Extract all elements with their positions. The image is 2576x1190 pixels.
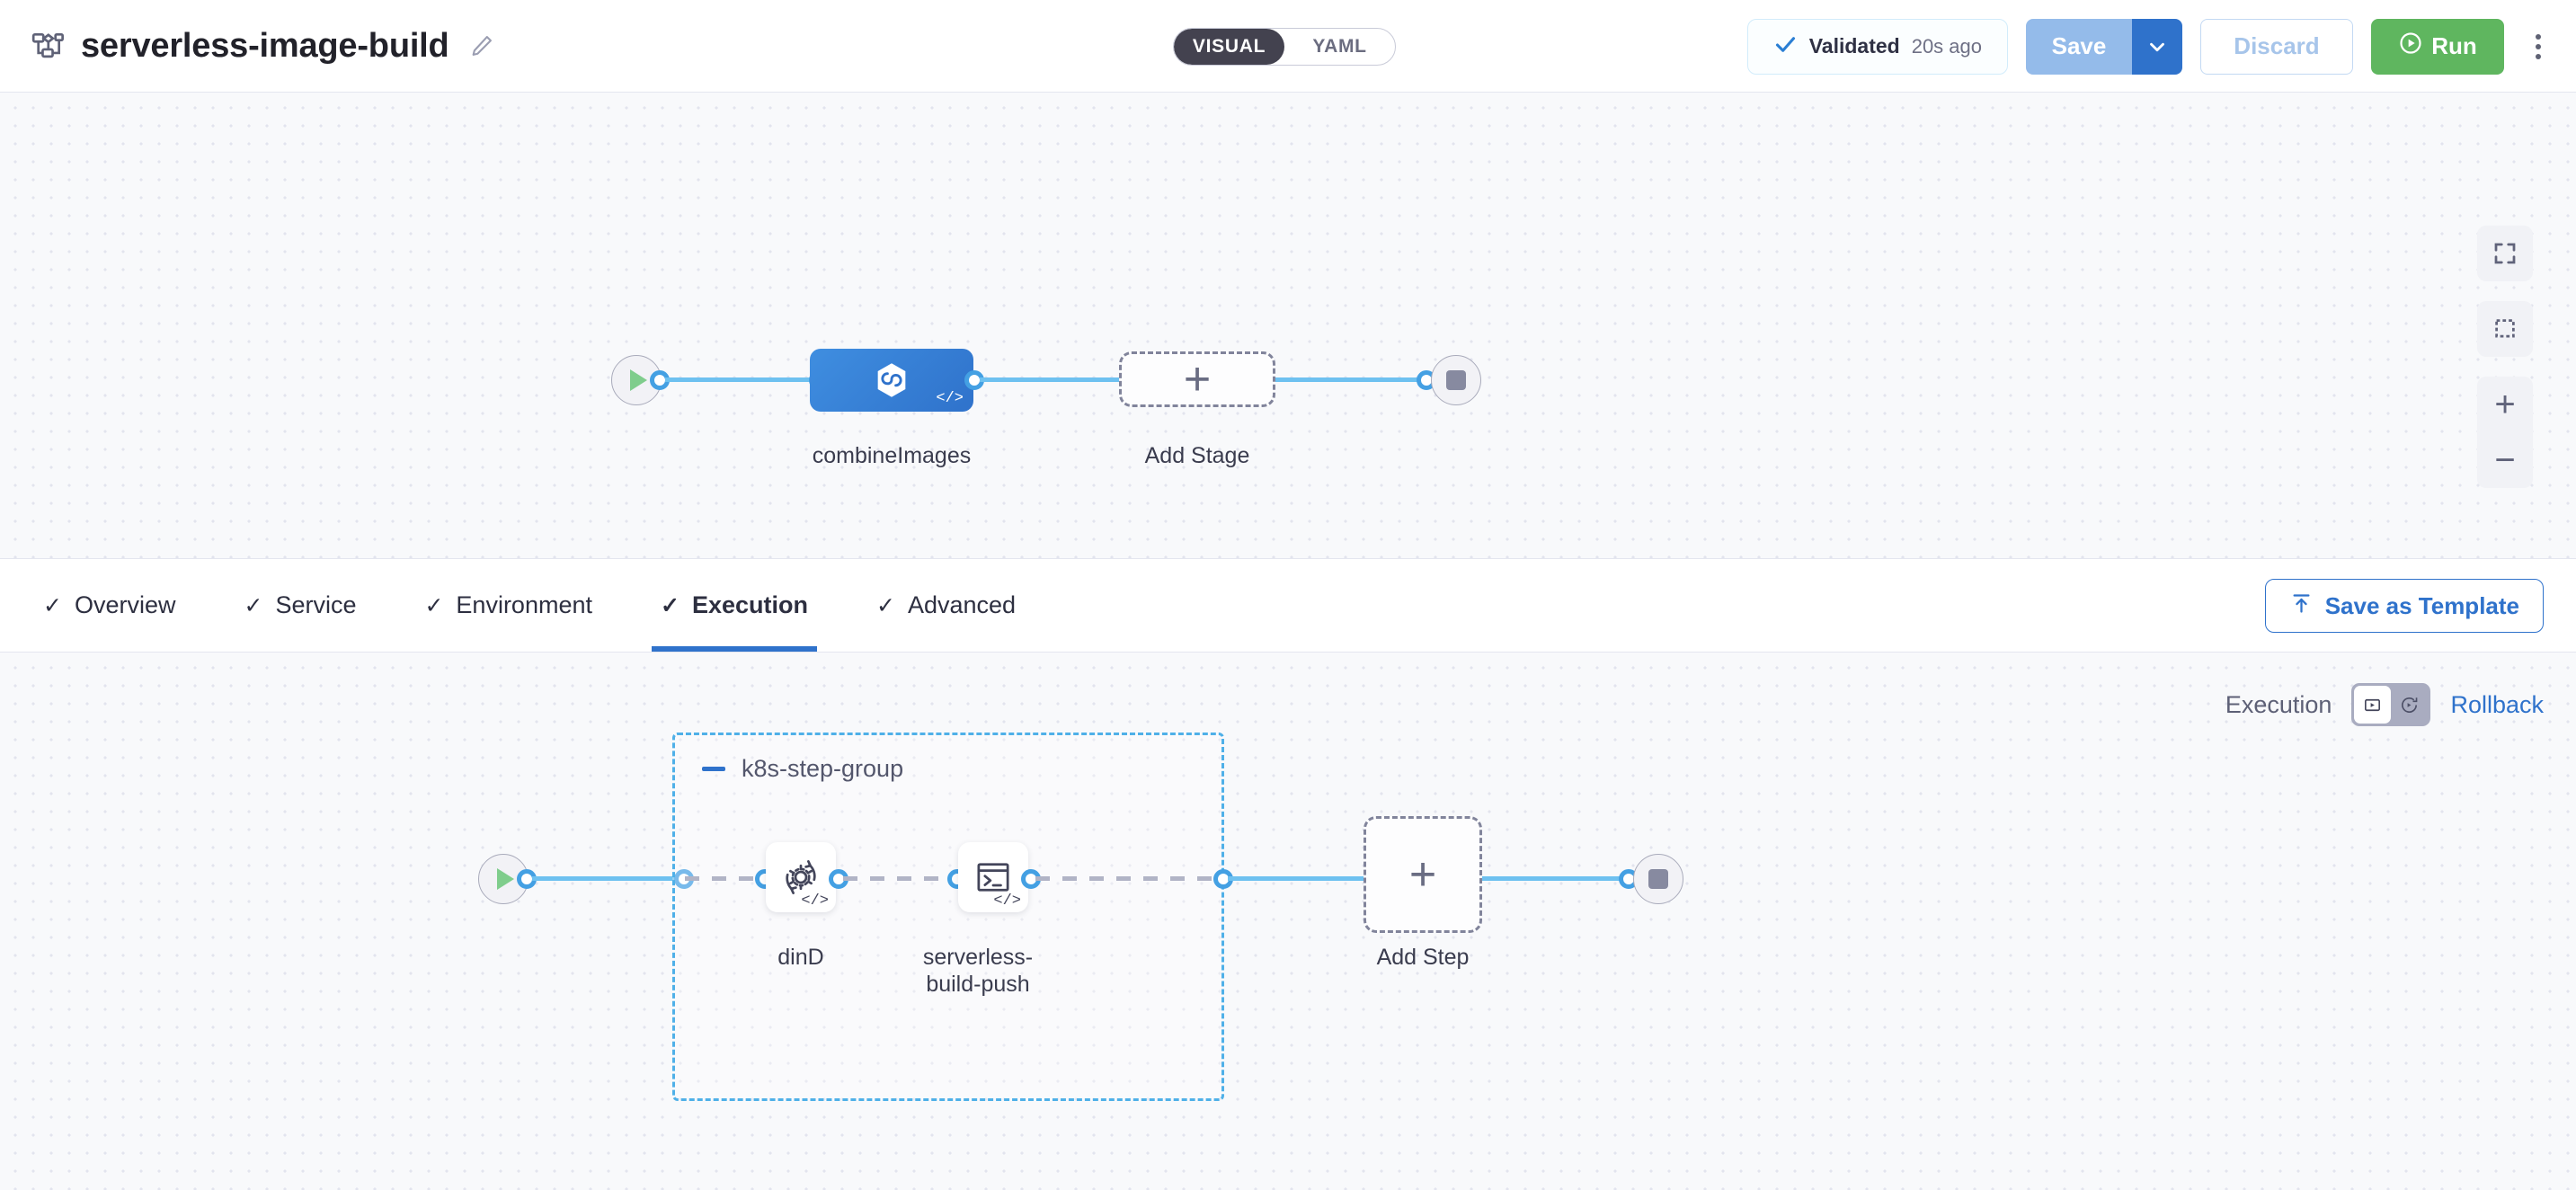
tab-advanced[interactable]: ✓ Advanced: [873, 559, 1019, 652]
stage-label: combineImages: [812, 443, 972, 468]
execution-label: Execution: [2225, 690, 2332, 718]
check-icon: ✓: [43, 592, 62, 618]
plus-icon: +: [1408, 848, 1437, 901]
link-groupin-to-dind: [685, 876, 769, 881]
step-group-k8s[interactable]: k8s-step-group: [672, 733, 1224, 1101]
run-button[interactable]: Run: [2371, 18, 2504, 75]
template-upload-icon: [2289, 591, 2314, 620]
selection-box-button[interactable]: [2477, 301, 2533, 357]
harness-deploy-icon: [877, 363, 906, 397]
execution-canvas[interactable]: Execution Rollback: [0, 653, 2576, 1190]
tab-label: Execution: [691, 591, 808, 618]
rollback-label[interactable]: Rollback: [2450, 690, 2544, 718]
gear-rotate-icon: [786, 860, 816, 894]
fit-to-screen-button[interactable]: [2477, 226, 2533, 281]
code-badge-icon: </>: [993, 892, 1021, 910]
save-as-template-label: Save as Template: [2324, 591, 2519, 619]
header-actions: Validated 20s ago Save Discard Run: [1746, 0, 2554, 93]
view-mode-yaml[interactable]: YAML: [1312, 36, 1367, 57]
tab-label: Environment: [456, 591, 592, 618]
code-badge-icon: </>: [936, 390, 964, 407]
zoom-controls: + −: [2477, 377, 2533, 488]
link-dind-to-build: [843, 876, 960, 881]
step-label-line2: build-push: [926, 971, 1030, 997]
view-mode-visual[interactable]: VISUAL: [1174, 29, 1284, 65]
add-stage-label: Add Stage: [1144, 443, 1250, 468]
status-badge-validated: Validated 20s ago: [1746, 18, 2008, 75]
tab-overview[interactable]: ✓ Overview: [40, 559, 179, 652]
execution-rollback-switcher: Execution Rollback: [2225, 683, 2544, 726]
link-start-to-group: [532, 876, 685, 881]
execution-end-node[interactable]: [1633, 854, 1683, 904]
tab-label: Overview: [74, 591, 176, 618]
tab-environment[interactable]: ✓ Environment: [421, 559, 596, 652]
save-as-template-button[interactable]: Save as Template: [2264, 579, 2544, 633]
step-node-serverless-build-push[interactable]: </>: [958, 842, 1028, 912]
step-group-header: k8s-step-group: [702, 755, 903, 783]
execution-rollback-toggle[interactable]: [2351, 683, 2431, 726]
link-addstage-to-end: [1275, 377, 1428, 382]
add-stage-button[interactable]: +: [1119, 351, 1275, 407]
play-circle-icon: [2398, 31, 2423, 62]
tab-label: Service: [275, 591, 357, 618]
app-header: serverless-image-build VISUAL YAML Valid…: [0, 0, 2576, 93]
step-node-dind[interactable]: </>: [766, 842, 836, 912]
link-stage-to-addstage: [980, 377, 1120, 382]
rollback-view-icon[interactable]: [2391, 686, 2428, 724]
play-icon: [629, 369, 647, 391]
execution-view-icon[interactable]: [2354, 686, 2392, 724]
tab-service[interactable]: ✓ Service: [240, 559, 360, 652]
check-icon: ✓: [875, 592, 895, 618]
tab-execution[interactable]: ✓ Execution: [652, 559, 817, 652]
add-step-button[interactable]: +: [1364, 816, 1482, 933]
stop-icon: [1648, 869, 1668, 889]
stage-node-combineimages[interactable]: </>: [810, 349, 973, 412]
validated-timestamp: 20s ago: [1911, 34, 1982, 58]
active-tab-indicator: [652, 646, 817, 652]
check-icon: ✓: [244, 592, 263, 618]
kebab-menu-icon[interactable]: [2522, 19, 2554, 75]
page-title: serverless-image-build: [81, 26, 449, 65]
step-label-line1: serverless-: [922, 945, 1034, 970]
header-left-group: serverless-image-build: [0, 27, 494, 66]
stage-canvas[interactable]: </> + combineImages Add Stage + −: [0, 93, 2576, 558]
play-icon: [496, 868, 514, 890]
plus-icon: +: [1183, 353, 1212, 405]
tab-list: ✓ Overview ✓ Service ✓ Environment ✓ Exe…: [0, 559, 1019, 652]
add-step-label: Add Step: [1376, 945, 1470, 970]
save-button-group[interactable]: Save: [2026, 18, 2182, 75]
pipeline-end-node[interactable]: [1431, 355, 1481, 405]
step-label-serverless-build-push: serverless- build-push: [899, 945, 1057, 998]
pencil-edit-icon[interactable]: [469, 33, 494, 58]
discard-button[interactable]: Discard: [2200, 18, 2353, 75]
step-label-dind: dinD: [777, 945, 824, 970]
check-icon: ✓: [424, 592, 444, 618]
save-button[interactable]: Save: [2026, 18, 2132, 75]
code-badge-icon: </>: [801, 892, 829, 910]
step-group-title: k8s-step-group: [742, 755, 904, 782]
terminal-icon: [977, 863, 1009, 892]
stage-canvas-controls: + −: [2477, 226, 2533, 488]
minus-collapse-icon[interactable]: [702, 767, 725, 771]
check-icon: ✓: [661, 592, 680, 618]
pipeline-icon: [31, 29, 65, 63]
tab-label: Advanced: [907, 591, 1017, 618]
check-icon: [1773, 32, 1798, 61]
chevron-down-icon[interactable]: [2132, 18, 2182, 75]
view-mode-toggle[interactable]: VISUAL YAML: [1173, 28, 1396, 66]
run-label: Run: [2431, 32, 2477, 59]
stage-config-tabbar: ✓ Overview ✓ Service ✓ Environment ✓ Exe…: [0, 558, 2576, 653]
zoom-out-button[interactable]: −: [2494, 440, 2516, 480]
link-build-to-groupout: [1035, 876, 1219, 881]
link-addstep-to-end: [1482, 876, 1631, 881]
link-start-to-stage: [665, 377, 816, 382]
zoom-in-button[interactable]: +: [2494, 385, 2516, 424]
link-group-to-addstep: [1228, 876, 1364, 881]
stop-icon: [1446, 370, 1466, 390]
validated-label: Validated: [1808, 34, 1900, 58]
